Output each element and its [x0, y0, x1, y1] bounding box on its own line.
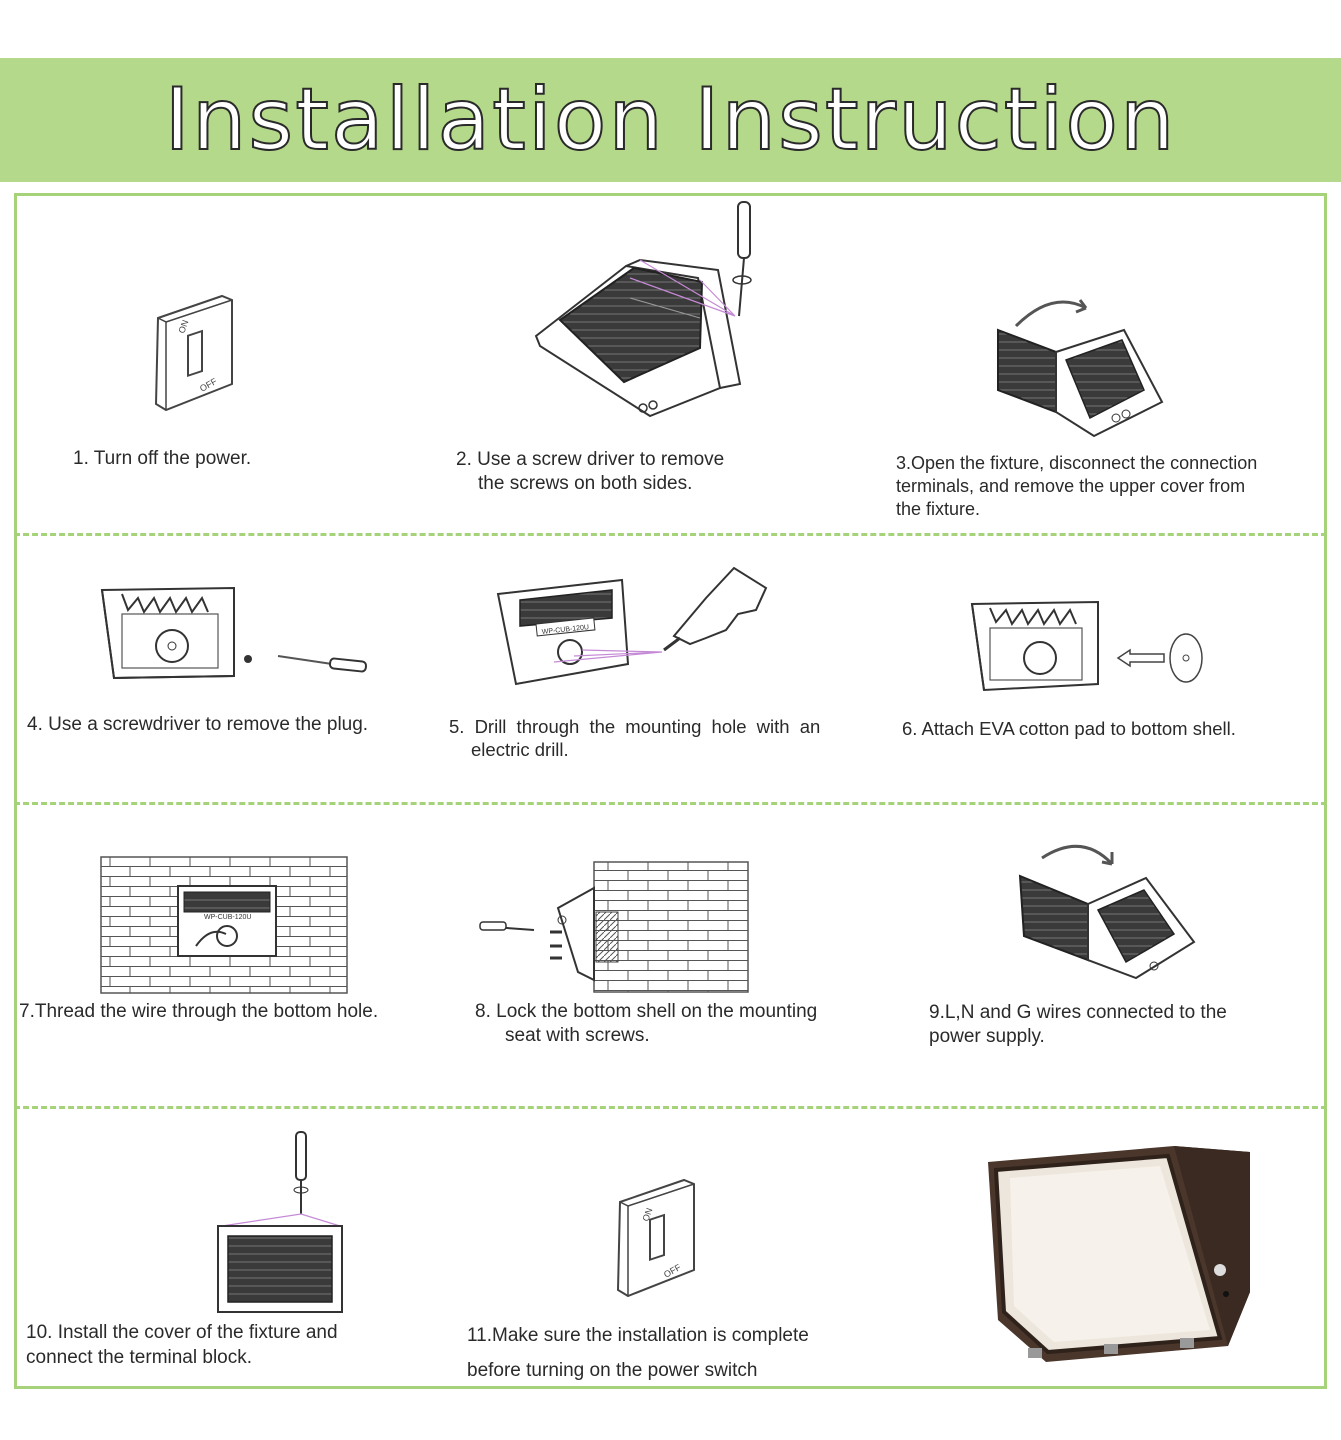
row-divider-3: [14, 1106, 1327, 1109]
row-divider-1: [14, 533, 1327, 536]
install-cover-icon: [216, 1130, 344, 1314]
switch-on-label: ON: [176, 319, 190, 335]
instructions-frame: [14, 193, 1327, 1389]
wall-mount-wire-icon: WP-CUB-120U: [100, 856, 348, 994]
wall-pack-light-icon: [984, 1142, 1254, 1364]
step-3-line-1: 3.Open the fixture, disconnect the conne…: [896, 453, 1258, 473]
step-2-line-1: 2. Use a screw driver to remove: [456, 449, 725, 470]
step-11-line-1: 11.Make sure the installation is complet…: [467, 1325, 809, 1346]
step-10-line-2: connect the terminal block.: [26, 1347, 253, 1368]
step-3-line-2: terminals, and remove the upper cover fr…: [896, 476, 1246, 496]
switch-on-label-2: ON: [640, 1207, 654, 1223]
model-label: WP-CUB-120U: [541, 624, 589, 636]
row-divider-2: [14, 802, 1327, 805]
step-7-caption: 7.Thread the wire through the bottom hol…: [19, 1000, 378, 1024]
step-5-line-1: 5. Drill through the mounting hole with …: [449, 716, 821, 737]
step-1-caption: 1. Turn off the power.: [73, 447, 251, 471]
step-10-caption: 10. Install the cover of the fixture and…: [26, 1320, 338, 1370]
step-3-caption: 3.Open the fixture, disconnect the conne…: [896, 452, 1257, 521]
step-4-line-1: 4. Use a screwdriver to remove the plug.: [27, 714, 369, 735]
step-11-line-2: before turning on the power switch: [467, 1360, 758, 1381]
title-banner: Installation Instruction: [0, 58, 1341, 182]
wires-connected-icon: [1016, 838, 1196, 984]
remove-plug-icon: [98, 584, 370, 682]
step-2-caption: 2. Use a screw driver to remove the scre…: [456, 448, 724, 496]
light-switch-off-icon: ON OFF: [150, 292, 240, 414]
step-6-line-1: 6. Attach EVA cotton pad to bottom shell…: [902, 718, 1236, 739]
step-6-caption: 6. Attach EVA cotton pad to bottom shell…: [902, 717, 1236, 741]
step-9-line-1: 9.L,N and G wires connected to the: [929, 1002, 1227, 1023]
step-9-line-2: power supply.: [929, 1026, 1045, 1047]
step-5-caption: 5. Drill through the mounting hole with …: [449, 715, 820, 761]
step-3-line-3: the fixture.: [896, 499, 981, 519]
step-1-line-1: 1. Turn off the power.: [73, 448, 252, 469]
eva-cotton-pad-icon: [968, 600, 1208, 696]
step-8-line-1: 8. Lock the bottom shell on the mounting: [475, 1001, 818, 1022]
step-5-line-2: electric drill.: [471, 739, 569, 760]
electric-drill-icon: WP-CUB-120U: [494, 566, 778, 688]
step-10-line-1: 10. Install the cover of the fixture and: [26, 1322, 338, 1343]
step-8-caption: 8. Lock the bottom shell on the mounting…: [475, 1000, 817, 1048]
page-title: Installation Instruction: [164, 69, 1177, 171]
step-4-caption: 4. Use a screwdriver to remove the plug.: [27, 713, 368, 737]
model-label-2: WP-CUB-120U: [204, 914, 251, 921]
lock-bottom-shell-icon: [478, 860, 750, 994]
step-7-line-1: 7.Thread the wire through the bottom hol…: [19, 1001, 379, 1022]
light-switch-on-icon: ON OFF: [612, 1176, 702, 1300]
step-2-line-2: the screws on both sides.: [478, 473, 693, 494]
screwdriver-remove-screws-icon: [530, 198, 790, 420]
step-8-line-2: seat with screws.: [505, 1025, 650, 1046]
step-9-caption: 9.L,N and G wires connected to the power…: [929, 1001, 1227, 1049]
step-11-caption: 11.Make sure the installation is complet…: [467, 1318, 809, 1388]
open-fixture-icon: [994, 290, 1166, 438]
